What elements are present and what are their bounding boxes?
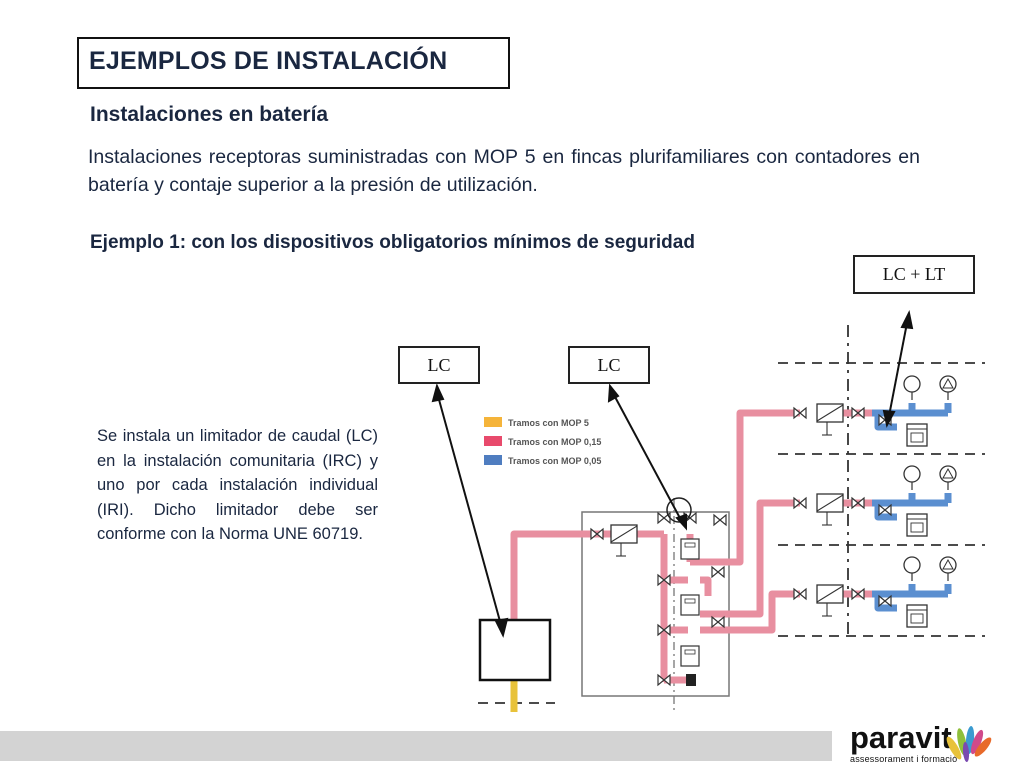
- callout-arrows: [431, 309, 914, 638]
- supply-box: [478, 618, 552, 682]
- legend: Tramos con MOP 5 Tramos con MOP 0,15 Tra…: [484, 417, 601, 466]
- callout-lc-left: LC: [398, 346, 480, 384]
- lc-highlight-circle: [666, 497, 692, 523]
- logo-feathers-icon: [946, 726, 992, 762]
- intro-paragraph: Instalaciones receptoras suministradas c…: [88, 146, 920, 196]
- title-box: EJEMPLOS DE INSTALACIÓN: [77, 37, 510, 89]
- legend-swatch-mop015: [484, 436, 502, 446]
- section-subtitle: Instalaciones en batería: [90, 103, 329, 126]
- legend-label: Tramos con MOP 0,05: [508, 456, 601, 466]
- callout-label: LC: [427, 355, 451, 375]
- legend-label: Tramos con MOP 5: [508, 418, 589, 428]
- example-heading: Ejemplo 1: con los dispositivos obligato…: [90, 232, 695, 253]
- meter-room-box: [581, 511, 730, 697]
- callout-label: LC + LT: [882, 264, 946, 284]
- logo-tagline: assessorament i formació: [850, 754, 958, 764]
- description-paragraph: Se instala un limitador de caudal (LC) e…: [97, 427, 378, 543]
- legend-label: Tramos con MOP 0,15: [508, 437, 601, 447]
- logo-name: paravit: [850, 720, 952, 755]
- legend-swatch-mop5: [484, 417, 502, 427]
- pipes-mop005: [872, 403, 952, 612]
- callout-lc-middle: LC: [568, 346, 650, 384]
- callout-lc-lt: LC + LT: [853, 255, 975, 294]
- callout-label: LC: [597, 355, 621, 375]
- meter-room-devices: [590, 512, 727, 686]
- legend-swatch-mop005: [484, 455, 502, 465]
- footer-bar: [0, 731, 832, 761]
- page-title: EJEMPLOS DE INSTALACIÓN: [89, 47, 448, 75]
- paravit-logo: paravit assessorament i formació: [850, 722, 957, 764]
